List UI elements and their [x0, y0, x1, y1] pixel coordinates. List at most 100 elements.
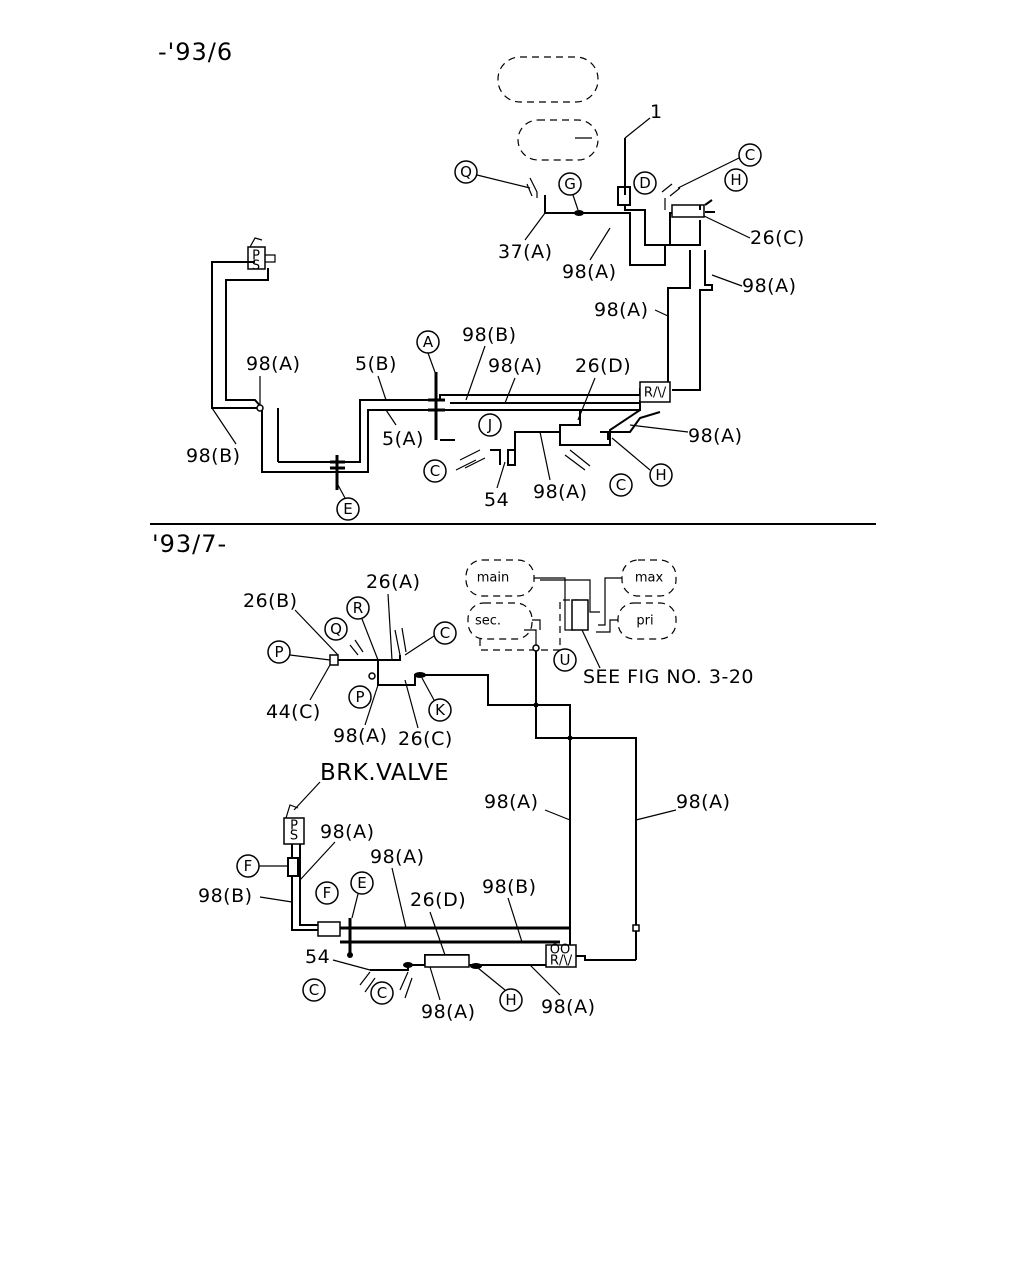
leader-26a: [387, 593, 393, 661]
label-26b-bottom: 26(B): [243, 590, 298, 612]
label-26c-bottom: 26(C): [398, 728, 453, 750]
fitting-26d-bottom: [424, 954, 470, 968]
valve-s-label: S: [252, 259, 260, 274]
bubble-h-bottom-label: H: [655, 466, 666, 484]
relay-valve-top: [639, 381, 671, 403]
bubble-e-top-label: E: [343, 500, 352, 518]
relay-label-top: R/\/: [644, 386, 667, 401]
pipe-98b-left: [211, 261, 260, 409]
leader-98a-b7: [529, 964, 561, 996]
leader-5a: [385, 409, 397, 426]
label-98a-b1: 98(A): [333, 725, 388, 747]
fitting-k: [414, 672, 426, 678]
label-5b: 5(B): [355, 353, 397, 375]
junction-dot-1: [567, 735, 573, 741]
leader-54: [496, 461, 506, 489]
pipe-26a: [378, 655, 401, 661]
bubble-u-label: U: [560, 651, 571, 669]
label-26c: 26(C): [750, 227, 805, 249]
leader-26c: [703, 215, 751, 239]
leader-98a-b5: [391, 867, 407, 929]
fitting-p2: [368, 672, 376, 680]
bubble-h-bottom: [649, 463, 673, 487]
junction-u: [532, 644, 540, 652]
hose-c-bottom-pair: [359, 971, 413, 999]
leader-e-bottom: [351, 893, 359, 919]
fitting-f2: [317, 921, 341, 937]
label-37a: 37(A): [498, 241, 553, 263]
cross-h-top: [699, 199, 715, 213]
fitting-f1: [287, 844, 299, 877]
label-98a-b2: 98(A): [484, 791, 539, 813]
leader-98a-b4: [299, 841, 336, 881]
label-98a-b3: 98(A): [676, 791, 731, 813]
bubble-q-top: [454, 160, 478, 184]
leader-98a-b1: [364, 684, 379, 726]
bubble-g-label: G: [564, 175, 576, 193]
leader-98a-7: [539, 431, 551, 481]
label-98a-4: 98(A): [246, 353, 301, 375]
label-54-bottom: 54: [305, 946, 330, 968]
leader-5b: [377, 375, 387, 401]
pipe-joint: [632, 924, 640, 932]
label-98a-b6: 98(A): [421, 1001, 476, 1023]
pipe-98a-right-inner: [536, 704, 571, 940]
bubble-f-upper-label: F: [244, 857, 253, 875]
top-tank-lower: [517, 119, 599, 161]
label-98a-b4: 98(A): [320, 821, 375, 843]
valve-p-label-bottom: P: [290, 819, 298, 834]
label-98b-b2: 98(B): [482, 876, 537, 898]
line-max: [598, 577, 622, 626]
valve-fitting-top: [249, 237, 276, 263]
leader-see-fig: [581, 629, 601, 669]
hose-q-bottom: [349, 639, 364, 656]
line-sec: [524, 619, 541, 645]
bubble-q-bottom-label: Q: [330, 620, 342, 638]
label-54: 54: [484, 489, 509, 511]
bubble-q-top-label: Q: [460, 163, 472, 181]
bubble-k-label: K: [435, 701, 446, 719]
bubble-r-label: R: [353, 599, 363, 617]
fitting-e: [330, 455, 345, 490]
brk-valve-label: BRK.VALVE: [320, 760, 449, 786]
leader-98b-1: [465, 345, 486, 401]
bubble-e-bottom-label: E: [357, 874, 366, 892]
fitting-26c: [671, 204, 705, 218]
bubble-j-label: J: [487, 416, 492, 434]
valve-s-label-bottom: S: [290, 829, 298, 844]
pipe-98a-bv: [299, 844, 318, 926]
bubble-f-lower: [315, 881, 339, 905]
bubble-e-bottom: [350, 871, 374, 895]
leader-r: [361, 618, 379, 661]
bubble-f-lower-label: F: [323, 884, 332, 902]
relay-top-bottom: OO: [550, 943, 570, 958]
leader-c-bottom: [404, 635, 435, 656]
bubble-c-left-label: C: [430, 462, 440, 480]
see-fig-reference: SEE FIG NO. 3-20: [583, 666, 754, 688]
hose-c-left: [455, 449, 486, 471]
bubble-c-b-left: [302, 978, 326, 1002]
junction-dot: [256, 404, 264, 412]
leader-brk-valve: [293, 781, 321, 811]
tank-sec-label: sec.: [475, 614, 501, 629]
leader-98b-b1: [259, 896, 293, 903]
line-main-2: [540, 579, 600, 613]
label-44c: 44(C): [266, 701, 321, 723]
label-98a-b5: 98(A): [370, 846, 425, 868]
hose-c-top: [661, 183, 681, 210]
hose-c-right: [564, 449, 591, 471]
leader-98a-2: [711, 274, 743, 287]
label-98b-1: 98(B): [462, 324, 517, 346]
bubble-a-label: A: [423, 333, 434, 351]
leader-98a-5: [504, 377, 516, 404]
pipe-54: [490, 449, 501, 465]
top-diagram: P S R/\/: [211, 56, 715, 490]
leader-98a-6: [629, 424, 689, 433]
leader-98b-b2: [507, 897, 523, 943]
label-98a-5: 98(A): [488, 355, 543, 377]
pipe-98a-right-a: [667, 250, 691, 390]
label-98a-1: 98(A): [562, 261, 617, 283]
leader-a: [427, 352, 437, 376]
fitting-e-bottom: [344, 918, 356, 955]
